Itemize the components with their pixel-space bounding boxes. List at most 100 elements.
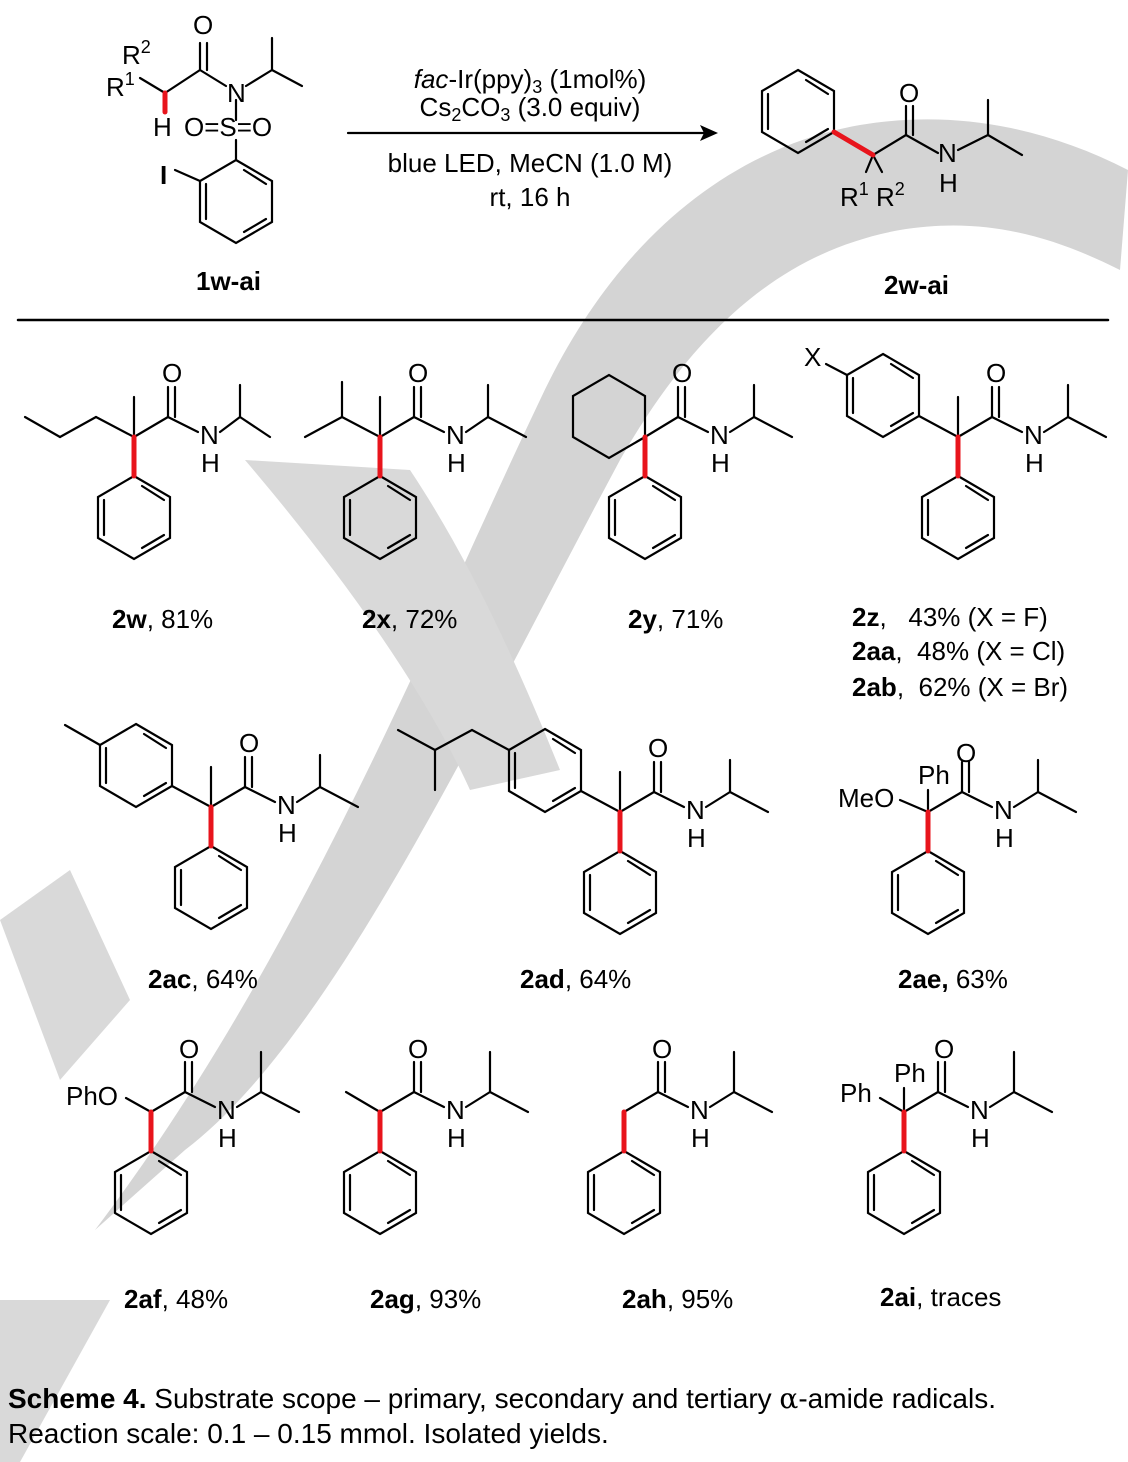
compound-id: 2ae, [898,964,949,994]
reaction-arrow [346,125,718,141]
base-a: Cs [419,92,452,122]
atom-sup: 1 [858,179,869,199]
atom-label: Ph [840,1078,872,1108]
compound-id: 2aa [852,636,896,666]
compound-yield: , 64% [564,964,632,994]
product-label: 2w-ai [884,270,950,300]
catalyst-loading: (1mol%) [542,64,647,94]
compound-caption: 2ac, 64% [148,966,258,992]
atom-label: N [217,1095,236,1125]
scheme-label: Scheme 4. [8,1383,147,1414]
compound-yield: , 81% [146,604,214,634]
atom-label: N [938,138,957,168]
compound-2ac [63,722,360,931]
atom-label: H [447,1123,466,1153]
base-sub2: 3 [500,105,511,125]
atom-label: O [934,1034,955,1064]
atom-label: H [201,448,220,478]
atom-label: N [690,1095,709,1125]
atom-label: H [711,448,730,478]
atom-label: R2 [122,38,151,68]
atom-label: O=S=O [184,112,273,142]
product-structure [760,68,1024,174]
condition-catalyst: fac-Ir(ppy)3 (1mol%) [380,66,680,96]
atom-label: O [652,1034,673,1064]
atom-label: R2 [876,180,905,210]
reactant-label: 1w-ai [196,266,262,296]
atom-label: N [200,420,219,450]
atom-label: N [686,795,705,825]
atom-label: H [278,818,297,848]
atom-label: H [447,448,466,478]
atom-label: O [408,358,429,388]
atom-label: O [648,733,669,763]
compound-id: 2w [112,604,147,634]
compound-2z [824,352,1108,561]
compound-2w [23,383,272,561]
compound-yield: , 48% (X = Cl) [895,636,1066,666]
compound-yield: , 71% [656,604,724,634]
atom-label: H [691,1123,710,1153]
scheme-caption: Scheme 4. Substrate scope – primary, sec… [8,1385,996,1413]
compound-caption: 2ae, 63% [898,966,1008,992]
atom-label: N [446,420,465,450]
compound-caption: 2y, 71% [628,606,723,632]
compound-yield: , 95% [666,1284,734,1314]
compound-id: 2x [362,604,391,634]
catalyst-sub: 3 [532,77,543,97]
compound-caption: 2ad, 64% [520,966,631,992]
compound-2ad [396,727,770,936]
atom-label: H [218,1123,237,1153]
compound-id: 2y [628,604,657,634]
alpha-symbol: α [779,1382,799,1415]
compound-2ae [890,758,1078,936]
atom-label: O [986,358,1007,388]
atom-label: O [672,358,693,388]
compound-2ai [866,1050,1054,1236]
compound-caption: 2ag, 93% [370,1286,481,1312]
compound-id: 2ad [520,964,565,994]
atom-label: O [239,728,260,758]
atom-label: MeO [838,783,895,813]
atom-label: R1 [840,180,869,210]
compound-yield: , 64% [191,964,258,994]
product-new-bond [831,129,876,158]
atom-label: H [939,168,958,198]
compound-2x [303,380,528,561]
compound-yield: , 48% [161,1284,229,1314]
atom-sup: 2 [140,37,151,57]
atom-label: O [899,78,920,108]
catalyst-name: -Ir(ppy) [448,64,533,94]
compound-caption: 2af, 48% [124,1286,228,1312]
compound-yield: , 93% [414,1284,482,1314]
atom-r: R [106,72,125,102]
condition-base: Cs2CO3 (3.0 equiv) [380,94,680,124]
compound-caption: 2x, 72% [362,606,457,632]
atom-label: X [804,342,822,372]
atom-label: N [277,790,296,820]
compound-yield: , 62% (X = Br) [896,672,1069,702]
compound-id: 2ab [852,672,897,702]
compound-caption: 2ai, traces [880,1284,1001,1310]
atom-label: Ph [918,760,950,790]
catalyst-prefix: fac [413,64,449,94]
compound-caption: 2z, 43% (X = F) [852,604,1048,630]
scheme-text-b: -amide radicals. [798,1383,996,1414]
atom-label: I [160,160,168,190]
compound-yield: 63% [948,964,1008,994]
compound-yield: , traces [916,1282,1002,1312]
base-sub1: 2 [451,105,462,125]
compound-yield: , 72% [390,604,458,634]
atom-label: N [1024,420,1043,450]
atom-label: H [1025,448,1044,478]
atom-sup: 2 [894,179,905,199]
atom-label: N [446,1095,465,1125]
atom-sup: 1 [124,69,135,89]
atom-label: R1 [106,70,135,100]
atom-label: N [227,78,246,108]
condition-temp-time: rt, 16 h [489,182,571,212]
atom-label: N [994,795,1013,825]
base-amount: (3.0 equiv) [510,92,641,122]
